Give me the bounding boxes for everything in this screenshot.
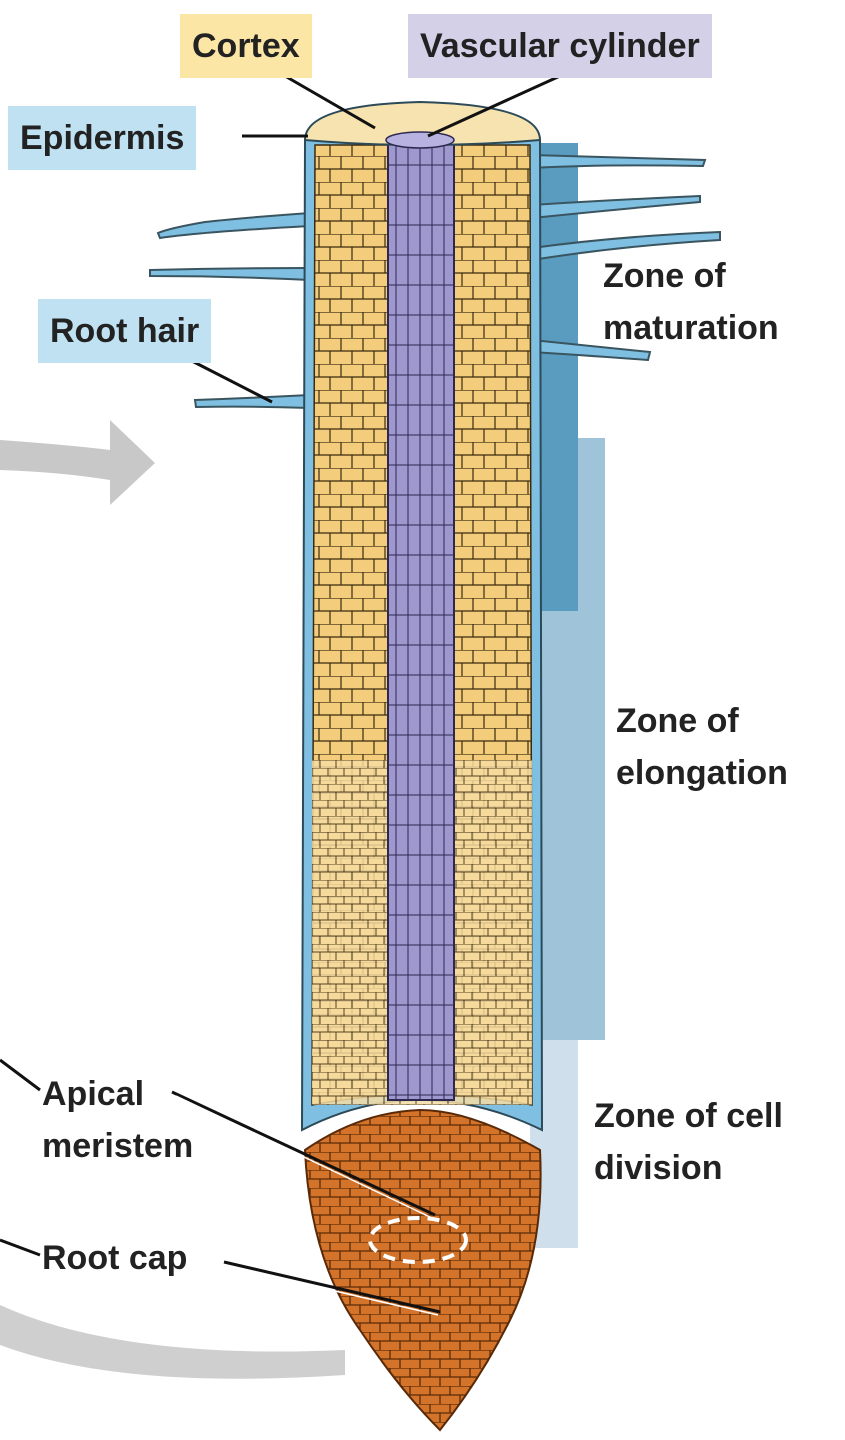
zone-maturation-line2: maturation (603, 302, 779, 354)
vascular-cylinder (388, 140, 454, 1100)
vascular-top (386, 132, 454, 148)
apical-meristem-label: Apical meristem (42, 1068, 193, 1172)
root-cap (305, 1110, 541, 1430)
zone-division-line1: Zone of cell (594, 1090, 783, 1142)
zone-cell-division-label: Zone of cell division (594, 1090, 783, 1194)
zone-maturation-label: Zone of maturation (603, 250, 779, 354)
gray-arrow-top (0, 420, 155, 505)
apical-meristem-line1: Apical (42, 1068, 193, 1120)
gray-arrow-bottom (0, 1305, 345, 1379)
zone-elongation-line2: elongation (616, 747, 788, 799)
zone-division-line2: division (594, 1142, 783, 1194)
zone-maturation-line1: Zone of (603, 250, 779, 302)
root-hair-label: Root hair (38, 299, 211, 363)
apical-meristem-line2: meristem (42, 1120, 193, 1172)
vascular-cylinder-label: Vascular cylinder (408, 14, 712, 78)
epidermis-label: Epidermis (8, 106, 196, 170)
zone-elongation-label: Zone of elongation (616, 695, 788, 799)
cortex-label: Cortex (180, 14, 312, 78)
zone-elongation-line1: Zone of (616, 695, 788, 747)
root-cap-label: Root cap (42, 1232, 187, 1284)
